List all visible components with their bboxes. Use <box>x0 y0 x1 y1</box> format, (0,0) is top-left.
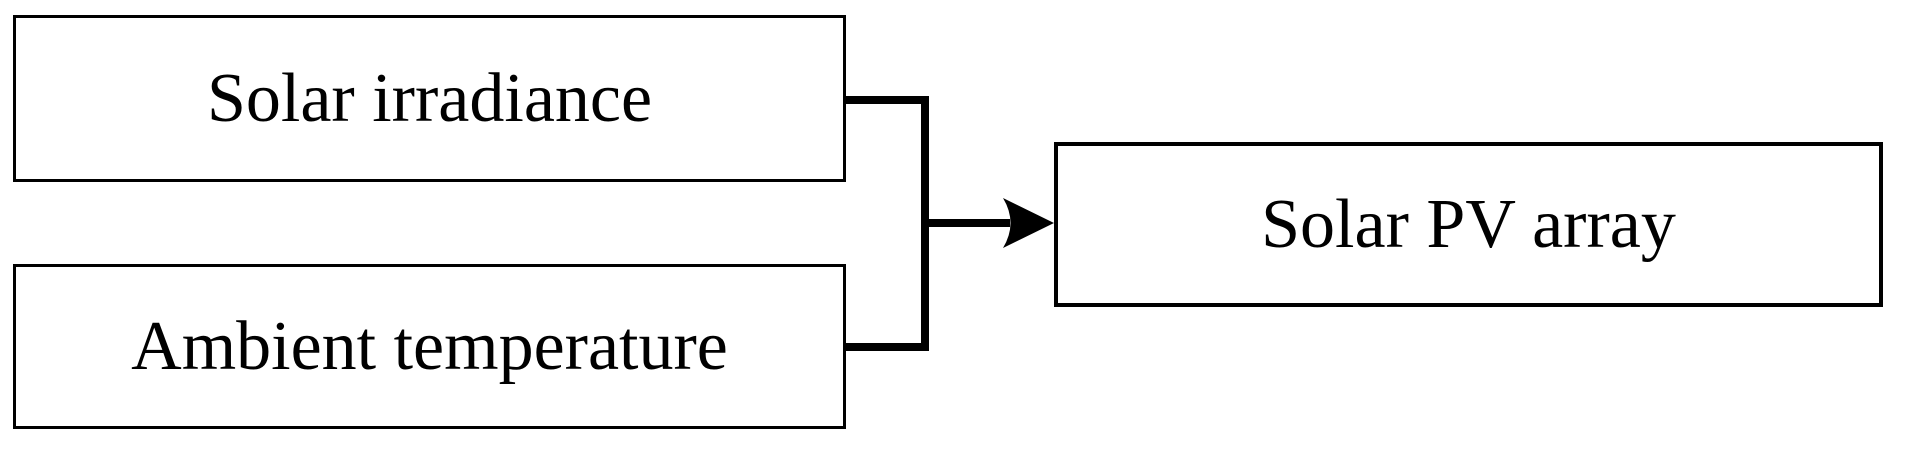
junction-bracket-line <box>846 96 929 351</box>
node-ambient-temperature: Ambient temperature <box>13 264 846 429</box>
node-ambient-temperature-label: Ambient temperature <box>131 307 728 385</box>
arrowhead-icon <box>1003 198 1054 248</box>
node-solar-pv-array-label: Solar PV array <box>1261 185 1676 263</box>
node-solar-irradiance-label: Solar irradiance <box>206 59 653 137</box>
node-solar-pv-array: Solar PV array <box>1054 142 1883 307</box>
node-solar-irradiance: Solar irradiance <box>13 15 846 182</box>
